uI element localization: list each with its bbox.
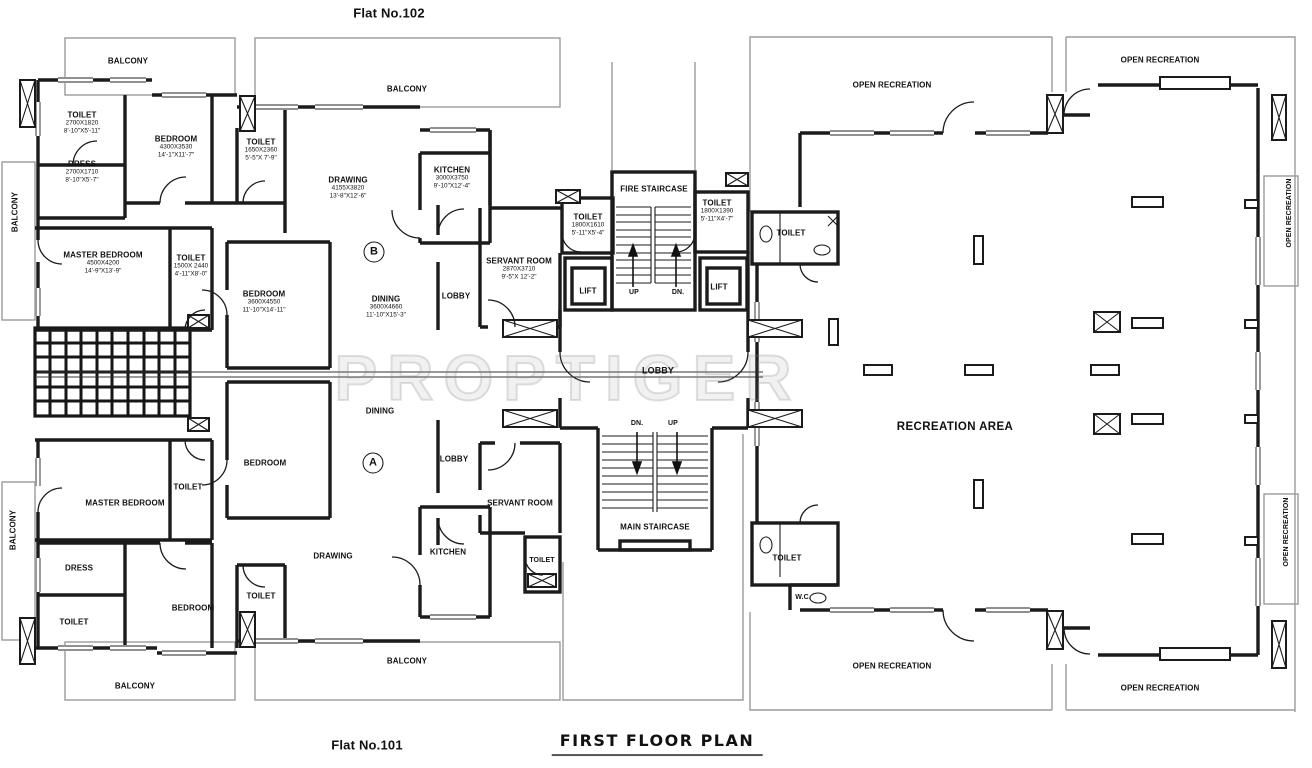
room-label-toilet-102a: TOILET 2700X1820 8'-10"X5'-11" xyxy=(63,110,101,135)
column-bars xyxy=(828,196,1259,546)
watermark: PROPTIGER xyxy=(334,341,802,415)
dn-label-fire: DN. xyxy=(671,288,685,296)
balcony-label-left-upper: BALCONY xyxy=(10,191,20,233)
balcony-label-left-lower: BALCONY xyxy=(8,509,18,551)
lobby-label-101: LOBBY xyxy=(439,454,469,464)
room-label-toilet-core-b: TOILET 1800X1390 5'-11"X4'-7" xyxy=(700,198,734,223)
room-label-master-bedroom-102: MASTER BEDROOM 4500X4200 14'-9"X13'-9" xyxy=(63,250,143,275)
room-label-dining-102: DINING 3600X4660 11'-10"X15'-3" xyxy=(366,294,406,319)
room-label-toilet-core-a: TOILET 1800X1610 5'-11"X5'-4" xyxy=(571,212,605,237)
room-label-toilet-101a: TOILET xyxy=(59,617,89,627)
fire-staircase-treads xyxy=(616,206,691,284)
balcony-label-top-center: BALCONY xyxy=(386,84,428,94)
room-label-toilet-102c: TOILET 1500X 2440 4'-11"X8'-0" xyxy=(173,253,209,278)
main-staircase-treads xyxy=(602,432,708,512)
room-label-bedroom-102b: BEDROOM 3600X4550 11'-10"X14'-11" xyxy=(242,289,286,314)
flat-number-102: Flat No.102 xyxy=(353,5,425,21)
room-label-drawing-102: DRAWING 4155X3820 13'-8"X12'-6" xyxy=(328,175,368,200)
room-label-toilet-rec-bottom: TOILET xyxy=(772,553,802,563)
up-label-main: UP xyxy=(668,419,678,427)
room-label-bedroom-101b: BEDROOM xyxy=(243,458,287,468)
balcony-label-top-left: BALCONY xyxy=(107,56,149,66)
room-label-kitchen-102: KITCHEN 3000X3750 9'-10"X12'-4" xyxy=(433,165,471,190)
room-label-servant-room-102: SERVANT ROOM 2870X3710 9'-5"X 12'-2" xyxy=(486,256,552,281)
room-label-dress-101: DRESS xyxy=(64,563,94,573)
flat-number-101: Flat No.101 xyxy=(331,737,403,753)
recreation-area-label: RECREATION AREA xyxy=(896,421,1014,434)
balcony-label-bottom-center: BALCONY xyxy=(386,656,428,666)
lift-label-b: LIFT xyxy=(710,282,728,292)
room-label-toilet-101c: TOILET xyxy=(173,482,203,492)
lobby-label-102: LOBBY xyxy=(441,291,471,301)
unit-marker-a: A xyxy=(362,452,384,474)
open-recreation-label-bottom-right: OPEN RECREATION xyxy=(1120,683,1200,693)
dn-label-main: DN. xyxy=(630,419,644,427)
room-label-dress-102: DRESS 2700X1710 8'-10"X5'-7" xyxy=(65,159,99,184)
room-label-bedroom-101a: BEDROOM xyxy=(171,603,215,613)
lobby-label-center: LOBBY xyxy=(642,365,674,376)
room-label-drawing-101: DRAWING xyxy=(313,551,353,561)
toilet-fixtures xyxy=(759,212,839,604)
room-label-toilet-102b: TOILET 1650X2360 5'-5"X 7'-9" xyxy=(244,137,278,162)
lift-label-a: LIFT xyxy=(579,286,597,296)
up-label-fire: UP xyxy=(629,288,639,296)
section-line xyxy=(37,371,763,378)
main-staircase-label: MAIN STAIRCASE xyxy=(620,522,690,532)
open-recreation-label-top-right: OPEN RECREATION xyxy=(1120,55,1200,65)
room-label-toilet-101b: TOILET xyxy=(246,591,276,601)
open-recreation-label-bottom: OPEN RECREATION xyxy=(852,661,932,671)
room-label-toilet-101d: TOILET xyxy=(529,556,555,564)
fire-staircase-label: FIRE STAIRCASE xyxy=(620,184,688,194)
unit-marker-b: B xyxy=(363,241,385,263)
door-arcs xyxy=(37,88,1091,655)
room-label-wc: W.C. xyxy=(795,593,811,601)
crossed-columns xyxy=(19,79,1287,669)
stair-arrows xyxy=(627,242,683,476)
room-label-servant-room-101: SERVANT ROOM xyxy=(487,498,553,508)
room-label-kitchen-101: KITCHEN xyxy=(429,547,467,557)
open-recreation-label-right-lower: OPEN RECREATION xyxy=(1282,497,1290,567)
balcony-label-bottom-left: BALCONY xyxy=(114,681,156,691)
plan-title: FIRST FLOOR PLAN xyxy=(551,731,763,756)
room-label-bedroom-102a: BEDROOM 4300X3530 14'-1"X11'-7" xyxy=(154,134,198,159)
balcony-outlines xyxy=(1,36,1299,712)
open-recreation-label-right-upper: OPEN RECREATION xyxy=(1285,178,1293,248)
open-recreation-label-top: OPEN RECREATION xyxy=(852,80,932,90)
room-label-dining-101: DINING xyxy=(365,406,395,416)
room-label-master-bedroom-101: MASTER BEDROOM xyxy=(85,498,165,508)
room-label-toilet-rec-top: TOILET xyxy=(776,228,806,238)
